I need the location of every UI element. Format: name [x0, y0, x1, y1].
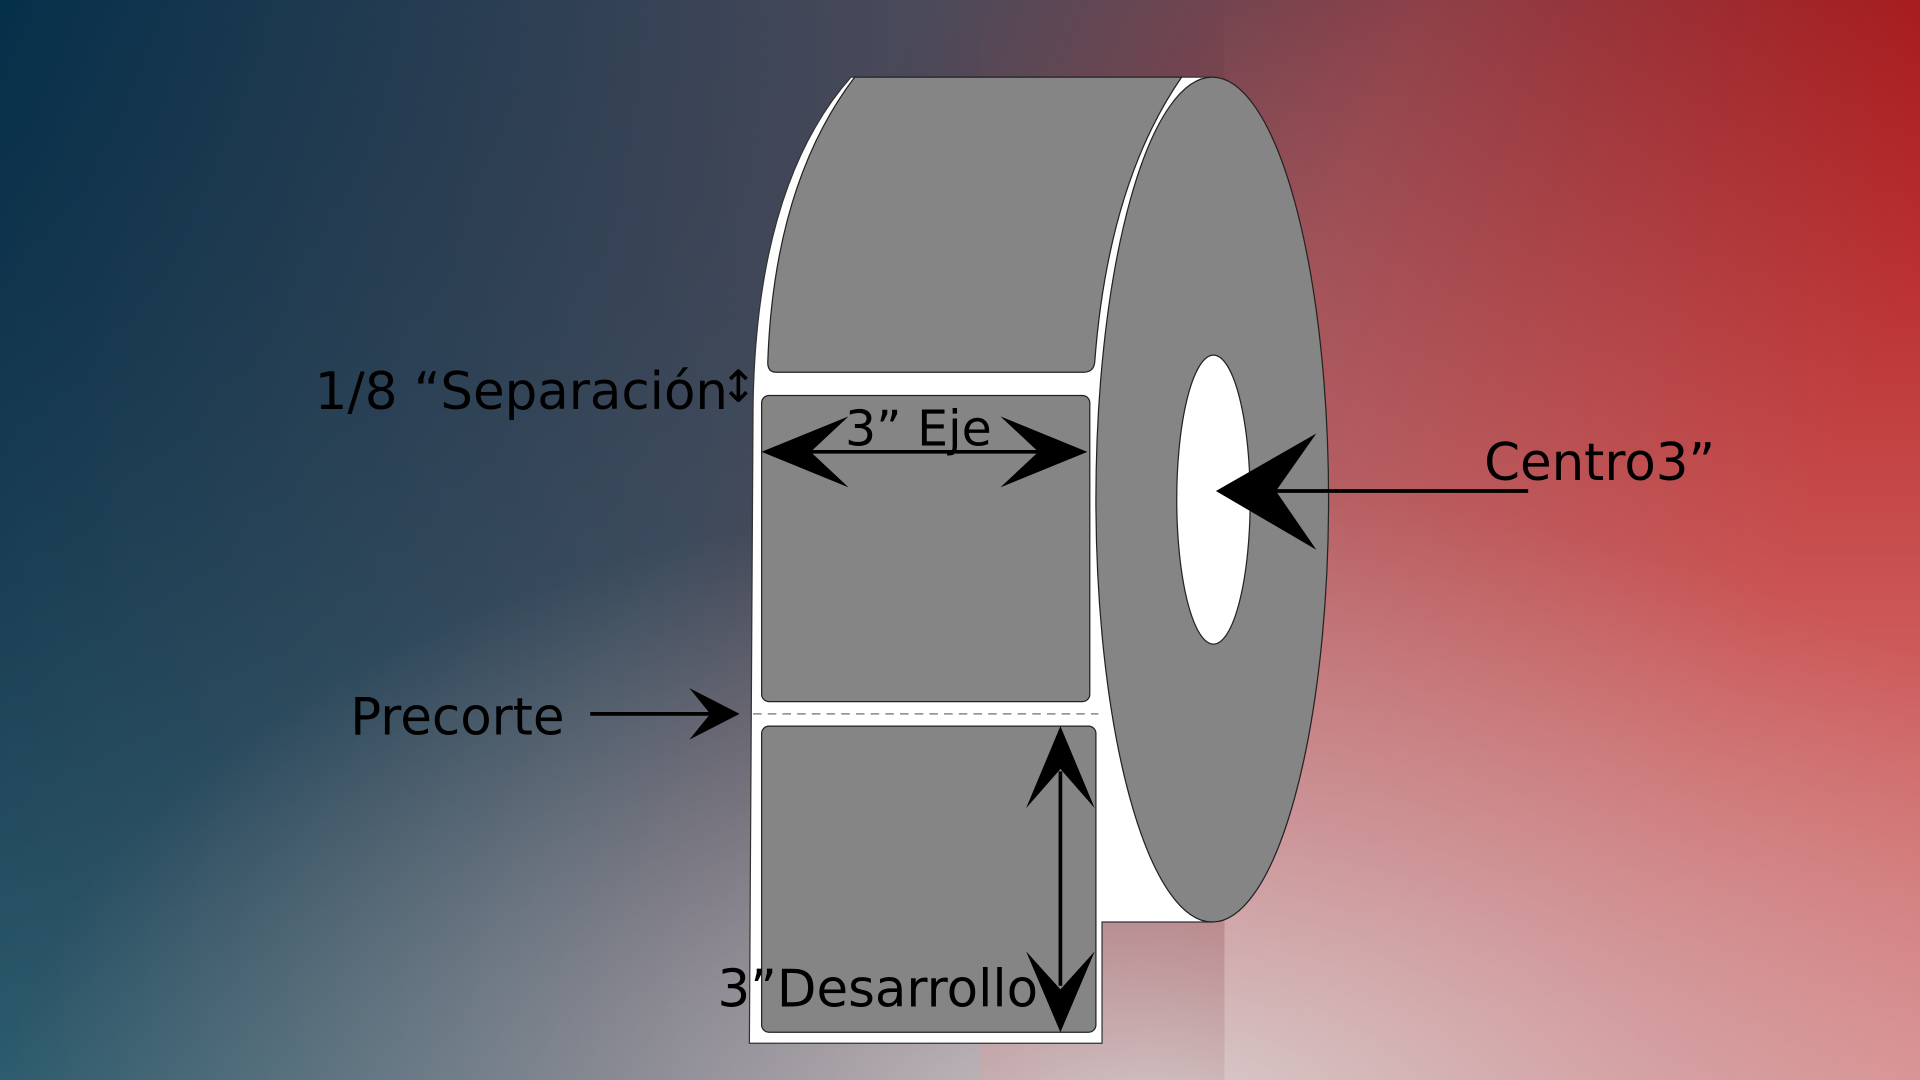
width-arrow [761, 416, 1088, 488]
perforation-label: Precorte [350, 688, 564, 748]
width-label: 3” Eje [845, 401, 992, 458]
label-bottom [761, 725, 1097, 1033]
perforation-arrow [590, 688, 740, 740]
gap-icon: ↕ [720, 362, 757, 413]
gap-label: 1/8 “Separación [315, 362, 728, 422]
length-label: 3”Desarrollo [718, 960, 1039, 1020]
label-wrapped [767, 76, 1183, 373]
length-arrow [1026, 726, 1095, 1033]
core-label: Centro3” [1484, 433, 1715, 493]
core-arrow [1215, 433, 1529, 550]
label-middle [761, 394, 1091, 703]
